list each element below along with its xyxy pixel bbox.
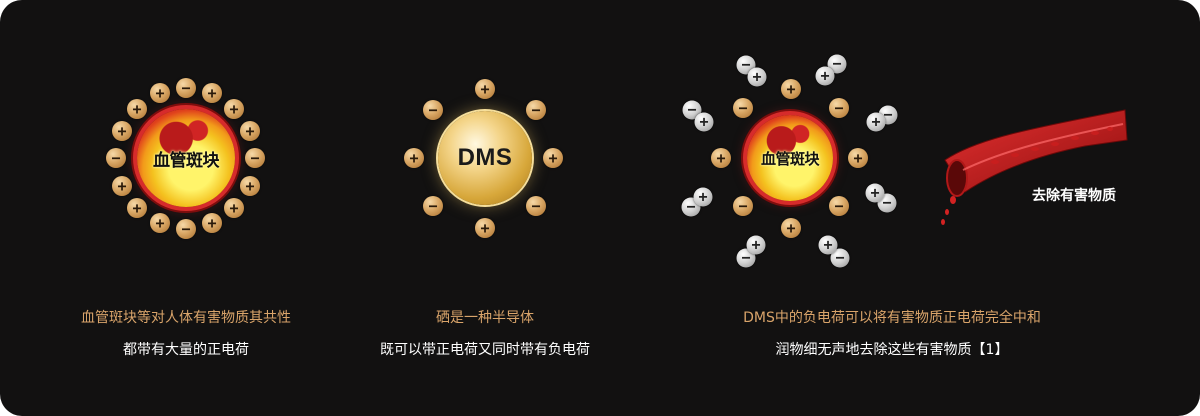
negative-charge-icon: − bbox=[829, 98, 849, 118]
panel-neutralize: DMS中的负电荷可以将有害物质正电荷完全中和 润物细无声地去除这些有害物质【1】 bbox=[612, 0, 1172, 416]
positive-charge-icon: + bbox=[543, 148, 563, 168]
positive-charge-icon: + bbox=[747, 67, 767, 87]
positive-charge-icon: + bbox=[240, 176, 260, 196]
positive-charge-icon: + bbox=[112, 176, 132, 196]
caption-secondary: 润物细无声地去除这些有害物质【1】 bbox=[775, 342, 1009, 358]
positive-charge-icon: + bbox=[865, 183, 885, 203]
plaque-label: 血管斑块 bbox=[760, 149, 820, 168]
vessel-wall bbox=[944, 109, 1128, 193]
positive-charge-icon: + bbox=[240, 121, 260, 141]
positive-charge-icon: + bbox=[848, 148, 868, 168]
negative-charge-icon: − bbox=[106, 148, 126, 168]
vessel-inner bbox=[962, 123, 1124, 171]
blood-drops bbox=[941, 196, 956, 225]
negative-charge-icon: − bbox=[176, 219, 196, 239]
plaque-label: 血管斑块 bbox=[153, 150, 220, 171]
panel-dms: 硒是一种半导体 既可以带正电荷又同时带有负电荷 bbox=[300, 0, 670, 416]
vessel-lumen bbox=[946, 159, 968, 197]
positive-charge-icon: + bbox=[781, 79, 801, 99]
negative-charge-icon: − bbox=[423, 100, 443, 120]
dms-label: DMS bbox=[457, 144, 513, 171]
positive-charge-icon: + bbox=[781, 218, 801, 238]
plaque-sphere: 血管斑块 bbox=[747, 115, 833, 201]
caption-primary: 硒是一种半导体 bbox=[436, 310, 534, 326]
blood-vessel-illustration bbox=[941, 109, 1128, 225]
positive-charge-icon: + bbox=[475, 79, 495, 99]
positive-charge-icon: + bbox=[404, 148, 424, 168]
plaque-sphere: 血管斑块 bbox=[137, 109, 235, 207]
positive-charge-icon: + bbox=[711, 148, 731, 168]
positive-charge-icon: + bbox=[112, 121, 132, 141]
positive-charge-icon: + bbox=[866, 112, 886, 132]
positive-charge-icon: + bbox=[818, 235, 838, 255]
blood-cells bbox=[991, 127, 1113, 164]
positive-charge-icon: + bbox=[694, 112, 714, 132]
positive-charge-icon: + bbox=[693, 187, 713, 207]
negative-charge-icon: − bbox=[176, 78, 196, 98]
positive-charge-icon: + bbox=[746, 235, 766, 255]
dms-sphere: DMS bbox=[438, 111, 532, 205]
negative-charge-icon: − bbox=[245, 148, 265, 168]
positive-charge-icon: + bbox=[150, 83, 170, 103]
caption-primary: 血管斑块等对人体有害物质其共性 bbox=[81, 310, 291, 326]
positive-charge-icon: + bbox=[815, 66, 835, 86]
negative-charge-icon: − bbox=[827, 54, 847, 74]
caption-secondary: 都带有大量的正电荷 bbox=[123, 342, 249, 358]
positive-charge-icon: + bbox=[127, 198, 147, 218]
caption-secondary: 既可以带正电荷又同时带有负电荷 bbox=[380, 342, 590, 358]
positive-charge-icon: + bbox=[224, 198, 244, 218]
caption-primary: DMS中的负电荷可以将有害物质正电荷完全中和 bbox=[743, 310, 1041, 326]
negative-charge-icon: − bbox=[526, 100, 546, 120]
vessel-label: 去除有害物质 bbox=[1032, 188, 1116, 204]
positive-charge-icon: + bbox=[224, 99, 244, 119]
positive-charge-icon: + bbox=[202, 83, 222, 103]
positive-charge-icon: + bbox=[150, 213, 170, 233]
negative-charge-icon: − bbox=[830, 248, 850, 268]
negative-charge-icon: − bbox=[423, 196, 443, 216]
positive-charge-icon: + bbox=[127, 99, 147, 119]
positive-charge-icon: + bbox=[475, 218, 495, 238]
negative-charge-icon: − bbox=[733, 196, 753, 216]
negative-charge-icon: − bbox=[733, 98, 753, 118]
negative-charge-icon: − bbox=[526, 196, 546, 216]
positive-charge-icon: + bbox=[202, 213, 222, 233]
panel-plaque-charges: 血管斑块 血管斑块等对人体有害物质其共性 都带有大量的正电荷 bbox=[0, 0, 372, 416]
negative-charge-icon: − bbox=[829, 196, 849, 216]
